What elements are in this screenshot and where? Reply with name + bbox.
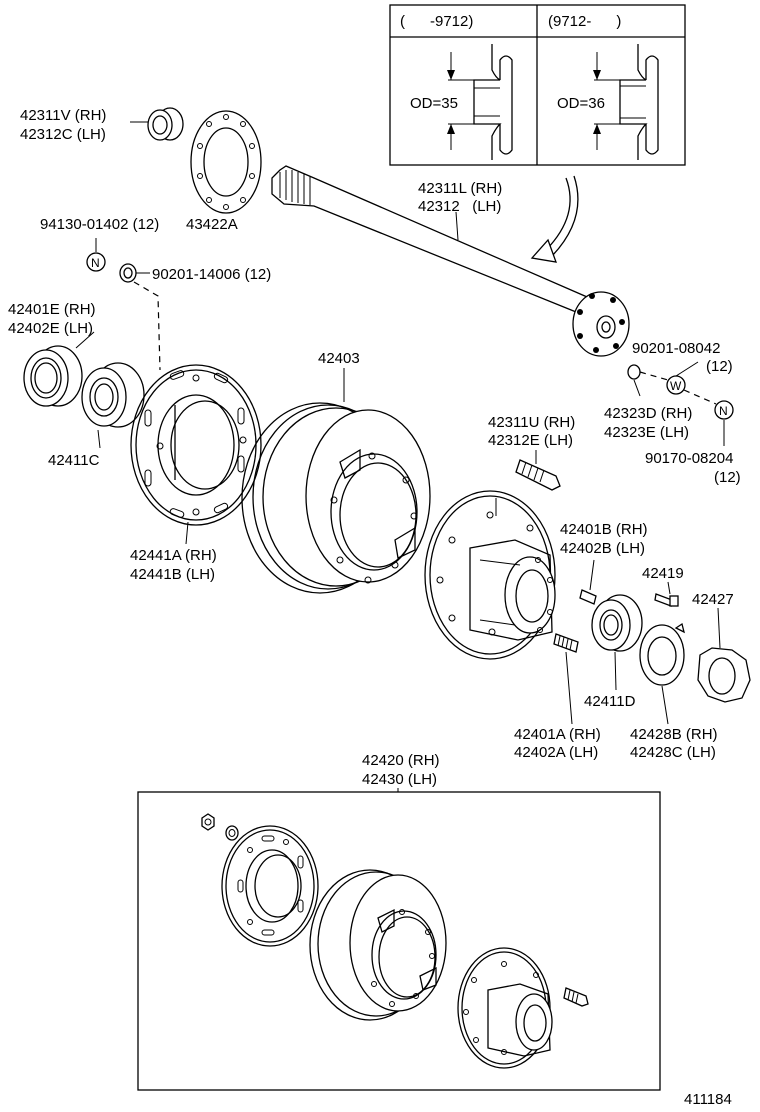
assembly-box-42420 [137, 791, 661, 1091]
assembly-hub [457, 947, 553, 1069]
label-42311l-line2: 42312 (LH) [418, 198, 501, 215]
inset-pointer-arrow [530, 175, 579, 263]
gasket-43422a [190, 110, 262, 214]
stud-42401a [553, 633, 579, 725]
label-42311l-line1: 42311L (RH) [418, 180, 502, 197]
label-42428b-line2: 42428C (LH) [630, 744, 716, 761]
oil-seal-42311v [147, 107, 184, 141]
label-42401e-line1: 42401E (RH) [8, 301, 96, 318]
label-42311v-line1: 42311V (RH) [20, 107, 106, 124]
flange-section-right [593, 44, 659, 160]
assembly-washer [225, 825, 239, 841]
label-42401b-line2: 42402B (LH) [560, 540, 645, 557]
label-42311v: 42311V (RH) 42312C (LH) [20, 107, 106, 143]
assembly-brake-drum [309, 869, 447, 1021]
label-90201-08042-line1: 90201-08042 [632, 340, 720, 357]
label-42323d-line1: 42323D (RH) [604, 405, 692, 422]
nut-symbol-n-right: N [714, 400, 734, 446]
label-42420: 42420 (RH) 42430 (LH) [362, 752, 440, 788]
nut-symbol-n-right-label: N [719, 404, 728, 418]
label-42441a-line1: 42441A (RH) [130, 547, 217, 564]
label-42411d: 42411D [584, 693, 636, 710]
nut-symbol-n-left-label: N [91, 256, 100, 270]
label-42311l: 42311L (RH) 42312 (LH) [418, 180, 502, 215]
inset-right-od: OD=36 [557, 95, 605, 112]
assembly-backing-plate [221, 825, 319, 947]
label-42401a-line2: 42402A (LH) [514, 744, 598, 761]
assembly-hub-bolt [563, 987, 589, 1007]
label-94130-01402: 94130-01402 (12) [40, 216, 159, 233]
label-90170-08204: 90170-08204 (12) [645, 450, 741, 486]
lock-nut-42427 [697, 607, 751, 703]
screw-42419 [654, 581, 679, 607]
flange-section-left [447, 44, 513, 160]
label-90170-08204-line1: 90170-08204 [645, 450, 733, 467]
pin-42401b [579, 559, 597, 605]
figure-number: 411184 [684, 1091, 732, 1108]
inset-left-header: ( -9712) [400, 13, 473, 30]
label-42441a: 42441A (RH) 42441B (LH) [130, 547, 217, 583]
label-90201-08042: 90201-08042 (12) [632, 340, 733, 375]
backing-plate-42441a [130, 364, 262, 526]
lock-washer-42428b [639, 622, 685, 725]
axle-hub [424, 490, 556, 660]
oil-seal-42401e [23, 345, 83, 407]
label-42311v-line2: 42312C (LH) [20, 126, 106, 143]
label-42411c: 42411C [48, 452, 100, 469]
label-42401a: 42401A (RH) 42402A (LH) [514, 726, 601, 761]
bearing-42411c [81, 362, 145, 428]
bearing-42411d [591, 594, 643, 652]
washer-symbol-w: W [666, 375, 686, 395]
label-42441a-line2: 42441B (LH) [130, 566, 215, 583]
label-42401b: 42401B (RH) 42402B (LH) [560, 521, 648, 557]
label-42311u-line2: 42312E (LH) [488, 432, 573, 449]
label-42427: 42427 [692, 591, 734, 608]
label-42401e-line2: 42402E (LH) [8, 320, 93, 337]
label-90170-08204-line2: (12) [714, 469, 741, 486]
label-90201-08042-line2: (12) [706, 358, 733, 375]
od-variant-inset: ( -9712) (9712- ) OD=35 [389, 4, 686, 166]
label-90201-14006: 90201-14006 (12) [152, 266, 271, 283]
label-42323d: 42323D (RH) 42323E (LH) [604, 405, 692, 441]
label-42401b-line1: 42401B (RH) [560, 521, 648, 538]
washer-symbol-w-label: W [670, 379, 682, 393]
label-42311u-line1: 42311U (RH) [488, 414, 575, 431]
label-42420-line1: 42420 (RH) [362, 752, 440, 769]
label-43422a: 43422A [186, 216, 238, 233]
label-42323d-line2: 42323E (LH) [604, 424, 689, 441]
brake-drum-42403 [241, 402, 431, 594]
washer-42323d [627, 364, 641, 397]
washer-90201-14006 [119, 263, 150, 283]
inset-left-od: OD=35 [410, 95, 458, 112]
assembly-nut [201, 813, 215, 831]
label-42401e: 42401E (RH) 42402E (LH) [8, 301, 96, 337]
hub-bolt-42311u [515, 450, 561, 491]
label-42428b-line1: 42428B (RH) [630, 726, 718, 743]
label-42311u: 42311U (RH) 42312E (LH) [488, 414, 575, 449]
axle-shaft [271, 165, 630, 357]
label-42419: 42419 [642, 565, 684, 582]
nut-symbol-n-left: N [86, 238, 106, 272]
label-42403: 42403 [318, 350, 360, 367]
label-42420-line2: 42430 (LH) [362, 771, 437, 788]
label-42401a-line1: 42401A (RH) [514, 726, 601, 743]
inset-right-header: (9712- ) [548, 13, 621, 30]
label-42428b: 42428B (RH) 42428C (LH) [630, 726, 718, 761]
